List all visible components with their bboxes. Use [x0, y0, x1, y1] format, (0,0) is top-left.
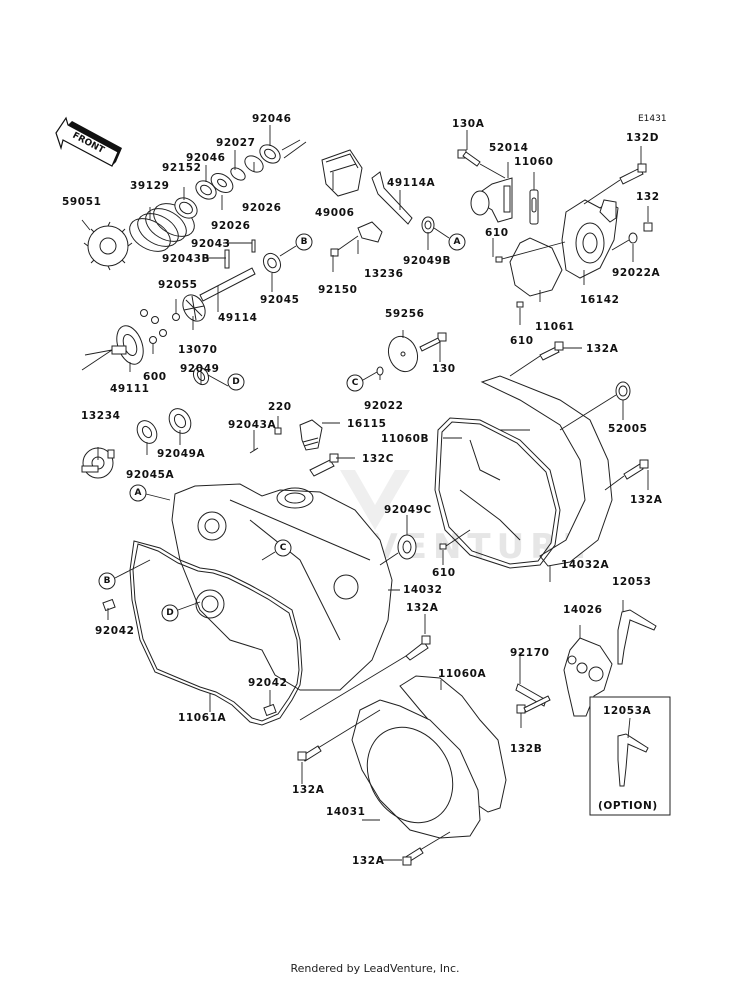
part-label: 132: [636, 191, 660, 203]
option-box: 12053A (OPTION): [589, 696, 671, 816]
oil-pump-parts: [81, 294, 282, 479]
svg-text:A: A: [135, 488, 142, 498]
right-outer-cover: [434, 341, 649, 569]
part-label: 92046: [252, 113, 292, 125]
part-label: 59256: [385, 308, 425, 320]
part-label: 92042: [248, 677, 288, 689]
part-label: 11061A: [178, 712, 227, 724]
part-label: 49111: [110, 383, 150, 395]
svg-text:B: B: [301, 237, 308, 247]
svg-text:B: B: [104, 576, 111, 586]
part-label: 132A: [352, 855, 385, 867]
part-label: 92049C: [384, 504, 432, 516]
part-label: 13234: [81, 410, 121, 422]
part-label: 600: [143, 371, 167, 383]
part-label: 92026: [211, 220, 251, 232]
kick-spring-assembly: [83, 139, 435, 302]
part-label: 130: [432, 363, 456, 375]
water-pump: [376, 149, 653, 376]
part-label: 92170: [510, 647, 550, 659]
part-label: 13236: [364, 268, 404, 280]
part-label: 16115: [347, 418, 387, 430]
part-label: 132A: [292, 784, 325, 796]
svg-text:C: C: [352, 378, 359, 388]
part-label: 14032: [403, 584, 443, 596]
callouts: B A C D A B C D: [98, 227, 466, 622]
part-label: 130A: [452, 118, 485, 130]
front-arrow-icon: FRONT: [55, 116, 122, 167]
magneto-cover: [297, 675, 507, 866]
callout-b-top: B: [295, 233, 313, 251]
part-label: 610: [510, 335, 534, 347]
part-label: 16142: [580, 294, 620, 306]
svg-text:D: D: [166, 608, 173, 618]
part-label: 13070: [178, 344, 218, 356]
part-label: 132C: [362, 453, 394, 465]
callout-d-top: D: [227, 373, 245, 391]
leader-lines: [81, 125, 649, 861]
diagram-code: E1431: [638, 114, 667, 124]
part-label: 132A: [406, 602, 439, 614]
part-label: 132D: [626, 132, 659, 144]
part-label: 92049: [180, 363, 220, 375]
part-label: 92043A: [228, 419, 277, 431]
part-label: 14026: [563, 604, 603, 616]
part-label: 92049B: [403, 255, 451, 267]
kick-lever-parts: 12053A (OPTION): [515, 609, 671, 816]
part-label: 220: [268, 401, 292, 413]
part-label: 14031: [326, 806, 366, 818]
part-label: 92049A: [157, 448, 206, 460]
part-label: 92055: [158, 279, 198, 291]
part-label: 92043B: [162, 253, 210, 265]
part-label: 92046: [186, 152, 226, 164]
part-label: 132B: [510, 743, 542, 755]
part-label: 12053: [612, 576, 652, 588]
part-label: 92042: [95, 625, 135, 637]
part-label: 92027: [216, 137, 256, 149]
option-caption: (OPTION): [598, 800, 658, 812]
part-label: 52014: [489, 142, 529, 154]
part-label: 59051: [62, 196, 102, 208]
part-label: 49006: [315, 207, 355, 219]
part-label: 39129: [130, 180, 170, 192]
option-part-label: 12053A: [603, 705, 652, 717]
part-label: 92026: [242, 202, 282, 214]
part-label: 92022A: [612, 267, 661, 279]
part-labels: 92046 92027 92046 92152 39129 59051 9202…: [62, 113, 663, 867]
part-label: 92045A: [126, 469, 175, 481]
part-label: 92150: [318, 284, 358, 296]
part-label: 11060A: [438, 668, 487, 680]
part-label: 132A: [630, 494, 663, 506]
part-label: 52005: [608, 423, 648, 435]
callout-c-top: C: [346, 374, 364, 392]
part-label: 11060B: [381, 433, 429, 445]
svg-text:C: C: [280, 543, 287, 553]
footer-credit: Rendered by LeadVenture, Inc.: [290, 962, 460, 975]
callout-d-cover: D: [161, 604, 179, 622]
part-label: 610: [485, 227, 509, 239]
callout-a-cover: A: [129, 484, 147, 502]
part-label: 92045: [260, 294, 300, 306]
part-label: 49114: [218, 312, 258, 324]
part-label: 49114A: [387, 177, 436, 189]
svg-text:A: A: [454, 237, 461, 247]
clutch-cover: [102, 419, 431, 726]
part-label: 11060: [514, 156, 554, 168]
callout-a-top: A: [448, 233, 466, 251]
part-label: 14032A: [561, 559, 610, 571]
callout-c-cover: C: [274, 539, 292, 557]
part-label: 92152: [162, 162, 202, 174]
part-label: 11061: [535, 321, 575, 333]
svg-text:D: D: [232, 377, 239, 387]
part-label: 610: [432, 567, 456, 579]
part-label: 92022: [364, 400, 404, 412]
part-label: 132A: [586, 343, 619, 355]
callout-b-cover: B: [98, 572, 116, 590]
part-label: 92043: [191, 238, 231, 250]
